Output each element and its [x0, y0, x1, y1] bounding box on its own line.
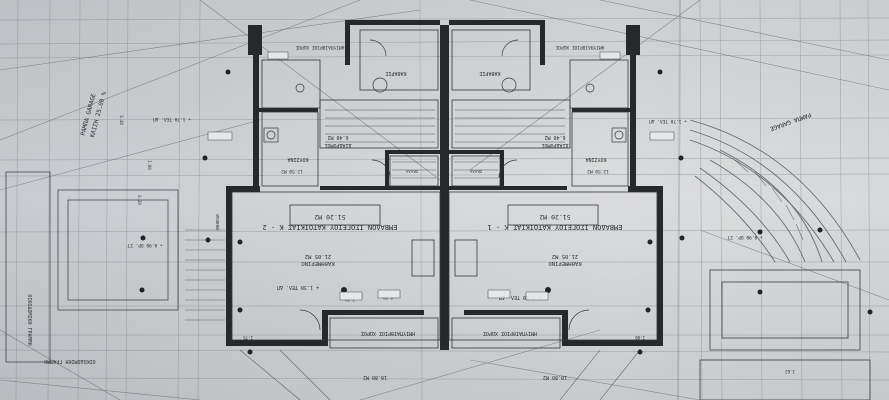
- unit-k2-area: 51.20 M2: [314, 213, 345, 221]
- corridor-left-area: 6.40 M2: [327, 134, 348, 140]
- corridor-right-label: ΔΙΑΔΡΟΜΟΣ: [541, 142, 568, 148]
- kitchen-right-label: ΚΟΥΖΙΝΑ: [585, 156, 606, 162]
- bath-right-label: ΚΑΘΑΡΙΣ: [479, 70, 500, 76]
- level-mid-right: + 0.90 ΟΡ. ΣΤ: [727, 234, 763, 240]
- outdoor-left-area: 10.80 M2: [363, 374, 387, 380]
- outdoor-top-right-label: ΗΜΙΥΠΑΙΘΡΙΟΣ ΧΩΡΟΣ: [555, 44, 604, 50]
- outdoor-right-area: 10.80 M2: [543, 374, 567, 380]
- storage-label: ΑΠΟΘΗΚΗ: [215, 214, 220, 231]
- level-left-label: + 1.30 ΤΕΛ. ΔΠ: [277, 284, 319, 290]
- dim-f: 1.80: [147, 160, 152, 170]
- living-right-area: 21.05 M2: [552, 253, 579, 259]
- building-walls: [226, 20, 663, 350]
- interior-linework: [231, 29, 658, 349]
- dim-d: 2.80: [635, 335, 645, 340]
- dim-h: 3.62: [785, 369, 795, 374]
- living-left-label: ΚΑΘΗΜΕΡΙΝΟ: [301, 260, 334, 266]
- dim-g: 0.20: [137, 195, 142, 205]
- stair-right-label: ΣΚΑΛΑ: [469, 169, 482, 174]
- kitchen-left-label: ΚΟΥΖΙΝΑ: [287, 156, 308, 162]
- living-left-area: 21.05 M2: [305, 253, 332, 259]
- kitchen-left-area: 12.50 M2: [281, 168, 303, 174]
- outdoor-top-left-label: ΗΜΙΥΠΑΙΘΡΙΟΣ ΧΩΡΟΣ: [295, 44, 344, 50]
- level-top-left: + 1.70 ΤΕΛ. ΔΠ: [153, 116, 191, 122]
- building-line-label: ΟΙΚΟΔΟΜΙΚΗ ΓΡΑΜΜΗ: [26, 294, 32, 345]
- living-right-label: ΚΑΘΗΜΕΡΙΝΟ: [548, 260, 581, 266]
- garage-ramp-right: [689, 119, 861, 263]
- corridor-left-label: ΔΙΑΔΡΟΜΟΣ: [324, 142, 351, 148]
- stair-left-label: ΣΚΑΛΑ: [405, 169, 418, 174]
- unit-k2-title: ΕΜΒΑΔΟΝ ΙΣΟΓΕΙΟΥ ΚΑΤΟΙΚΙΑΣ Κ - 2: [263, 223, 398, 231]
- drawing-labels: ΕΜΒΑΔΟΝ ΙΣΟΓΕΙΟΥ ΚΑΤΟΙΚΙΑΣ Κ - 2 51.20 M…: [26, 44, 812, 380]
- level-right-label: + 1.30 ΤΕΛ. ΔΠ: [499, 294, 541, 300]
- kitchen-right-area: 12.50 M2: [587, 168, 609, 174]
- unit-k1-title: ΕΜΒΑΔΟΝ ΙΣΟΓΕΙΟΥ ΚΑΤΟΙΚΙΑΣ Κ - 1: [488, 223, 623, 231]
- corridor-right-area: 6.40 M2: [544, 134, 565, 140]
- unit-k1-area: 51.20 M2: [539, 213, 570, 221]
- dim-e: 3.48: [119, 115, 124, 125]
- level-markers: [139, 69, 873, 355]
- building-line-label-2: ΟΙΚΟΔΟΜΙΚΗ ΓΡΑΜΜΗ: [44, 358, 95, 364]
- garage-ramp-left: [5, 171, 179, 363]
- level-top-right: + 1.70 ΤΕΛ. ΔΠ: [649, 118, 687, 124]
- level-mid-left: + 0.90 ΟΡ. ΣΤ: [127, 242, 163, 248]
- outdoor-bottom-left-label: ΗΜΙΥΠΑΙΘΡΙΟΣ ΧΩΡΟΣ: [361, 330, 415, 336]
- bath-left-label: ΚΑΘΑΡΙΣ: [385, 70, 406, 76]
- dim-c: 2.75: [243, 335, 253, 340]
- outdoor-bottom-right-label: ΗΜΙΥΠΑΙΘΡΙΟΣ ΧΩΡΟΣ: [483, 330, 537, 336]
